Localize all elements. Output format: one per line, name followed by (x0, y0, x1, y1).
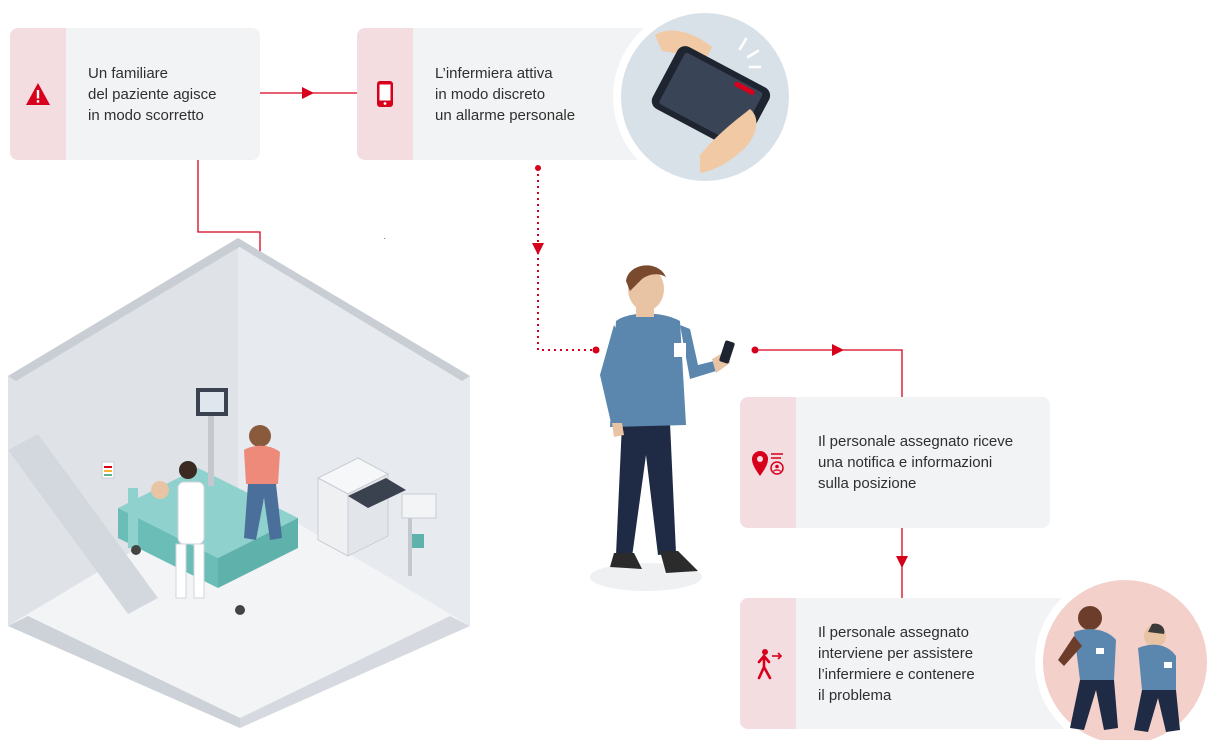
running-staff-illustration (1035, 572, 1215, 740)
step-text-line: interviene per assistere (818, 644, 974, 662)
hospital-room-illustration (8, 238, 470, 728)
step-text-line: una notifica e informazioni (818, 454, 993, 471)
step-icon-strip (357, 28, 413, 160)
step-text-line: del paziente agisce (88, 85, 217, 103)
arrow-head-down (532, 243, 544, 255)
connector-dot (751, 346, 759, 354)
step-text-line: sulla posizione (818, 475, 917, 492)
step-text-line: il problema (818, 686, 892, 704)
connector-dot (592, 346, 600, 354)
step-text-line: in modo scorretto (88, 106, 204, 124)
phone-hands-illustration (613, 5, 797, 189)
arrow-head-down (896, 556, 908, 568)
step-card-staff-intervene: Il personale assegnato interviene per as… (740, 598, 1070, 729)
step-text-line: Il personale assegnato riceve (818, 433, 1014, 450)
location-notification-icon (752, 450, 784, 476)
step-text-line: l’infermiere e contenere (818, 665, 975, 683)
smartphone-icon (377, 81, 393, 107)
step-text-line: Il personale assegnato (818, 623, 969, 641)
warning-triangle-icon (26, 83, 50, 105)
step-icon-strip (740, 598, 796, 729)
step-text-line: L’infermiera attiva (435, 64, 553, 82)
step-card-family-member: Un familiare del paziente agisce in modo… (10, 28, 260, 160)
step-description: Il personale assegnato interviene per as… (796, 598, 997, 729)
step-text-line: un allarme personale (435, 106, 576, 124)
step-icon-strip (10, 28, 66, 160)
running-person-icon (757, 648, 783, 679)
step-description: Un familiare del paziente agisce in modo… (66, 28, 238, 160)
step-card-staff-notified: Il personale assegnato riceve una notifi… (740, 397, 1050, 528)
step-icon-strip (740, 397, 796, 528)
arrow-head-right (832, 344, 844, 356)
connector-step2-staff (537, 168, 596, 351)
step-description: L’infermiera attiva in modo discreto un … (413, 28, 597, 160)
connector-staff-step3 (755, 349, 903, 398)
staff-member-with-phone (590, 265, 735, 591)
step-text-line: Un familiare (88, 64, 169, 82)
connector-dot (535, 165, 541, 171)
arrow-head-right (302, 87, 314, 99)
step-card-nurse-alarm: L’infermiera attiva in modo discreto un … (357, 28, 657, 160)
step-description: Il personale assegnato riceve una notifi… (796, 397, 1035, 528)
step-text-line: in modo discreto (435, 85, 546, 103)
